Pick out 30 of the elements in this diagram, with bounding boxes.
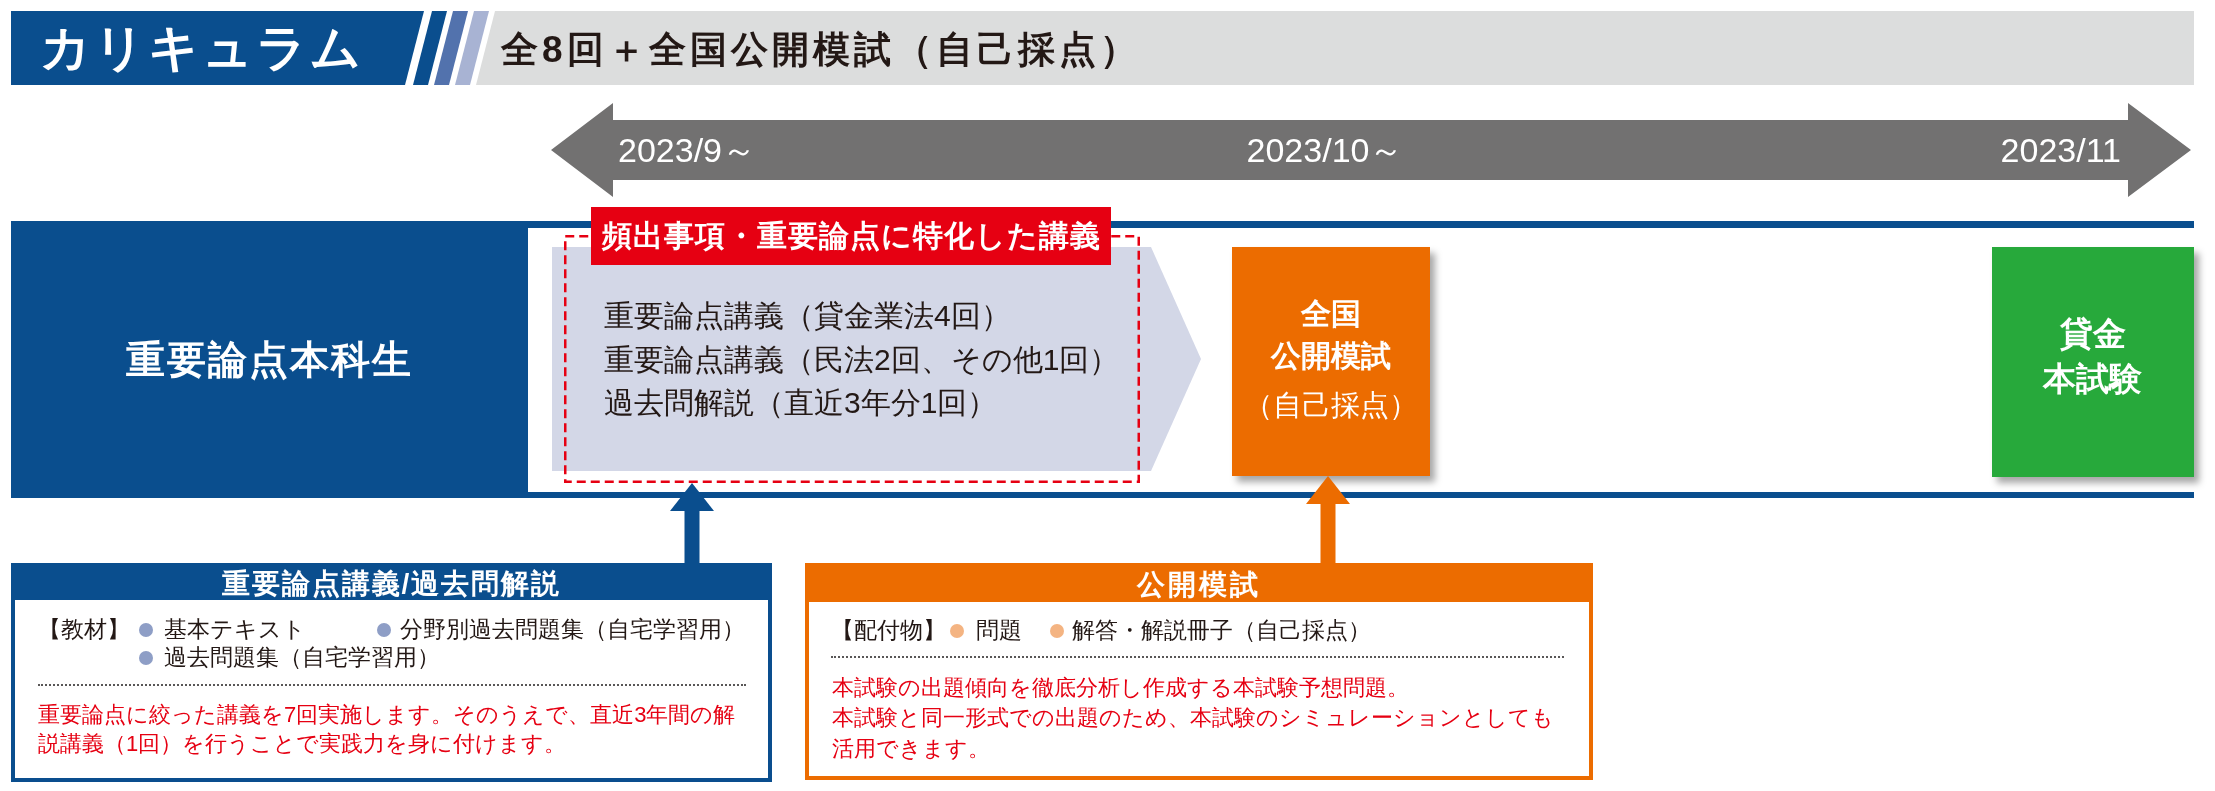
- list-text: 重要論点講義（民法2回、その他1回）: [604, 342, 1120, 378]
- header-bar: 公開模試: [809, 567, 1589, 602]
- item-text: 解答・解説冊子（自己採点）: [1072, 617, 1371, 645]
- info-box: [805, 563, 1593, 780]
- exam-note: （自己採点）: [1244, 388, 1418, 423]
- note-text: 本試験の出題傾向を徹底分析し作成する本試験予想問題。: [832, 673, 1410, 702]
- note-text: 本試験と同一形式での出題のため、本試験のシミュレーションとしても活用できます。: [832, 704, 1555, 763]
- bracket-label: 【配付物】: [831, 617, 946, 645]
- exam-box: [1992, 247, 2194, 477]
- info-box: [11, 563, 772, 782]
- exam-title: 貸金本試験: [2042, 313, 2144, 399]
- arrow: [670, 483, 714, 563]
- list-text: 重要論点講義（貸金業法4回）: [604, 298, 1011, 334]
- item-text: 過去問題集（自宅学習用）: [164, 644, 440, 672]
- header-bar: 重要論点講義/過去問解説: [15, 567, 768, 600]
- date-label: 2023/11: [2000, 130, 2121, 170]
- list-text: 過去問解説（直近3年分1回）: [604, 385, 998, 421]
- subtitle-bar: 全8回＋全国公開模試（自己採点）: [476, 11, 2194, 85]
- exam-title: 全国公開模試: [1270, 296, 1392, 374]
- date-label: 2023/9～: [618, 130, 756, 170]
- bracket-label: 【教材】: [38, 616, 130, 644]
- note-text: 重要論点に絞った講義を7回実施します。そのうえで、直近3年間の解説講義（1回）を行うことで実践力を身に付けます。: [38, 700, 737, 758]
- arrow: [1306, 476, 1350, 563]
- exam-box: [1232, 247, 1430, 476]
- item-text: 分野別過去問題集（自宅学習用）: [400, 616, 745, 644]
- item-text: 基本テキスト: [164, 616, 306, 644]
- date-label: 2023/10～: [1246, 130, 1404, 170]
- dashed-frame: [552, 207, 1201, 483]
- item-text: 問題: [976, 617, 1022, 645]
- heading-tab: 頻出事項・重要論点に特化した講義: [591, 207, 1111, 265]
